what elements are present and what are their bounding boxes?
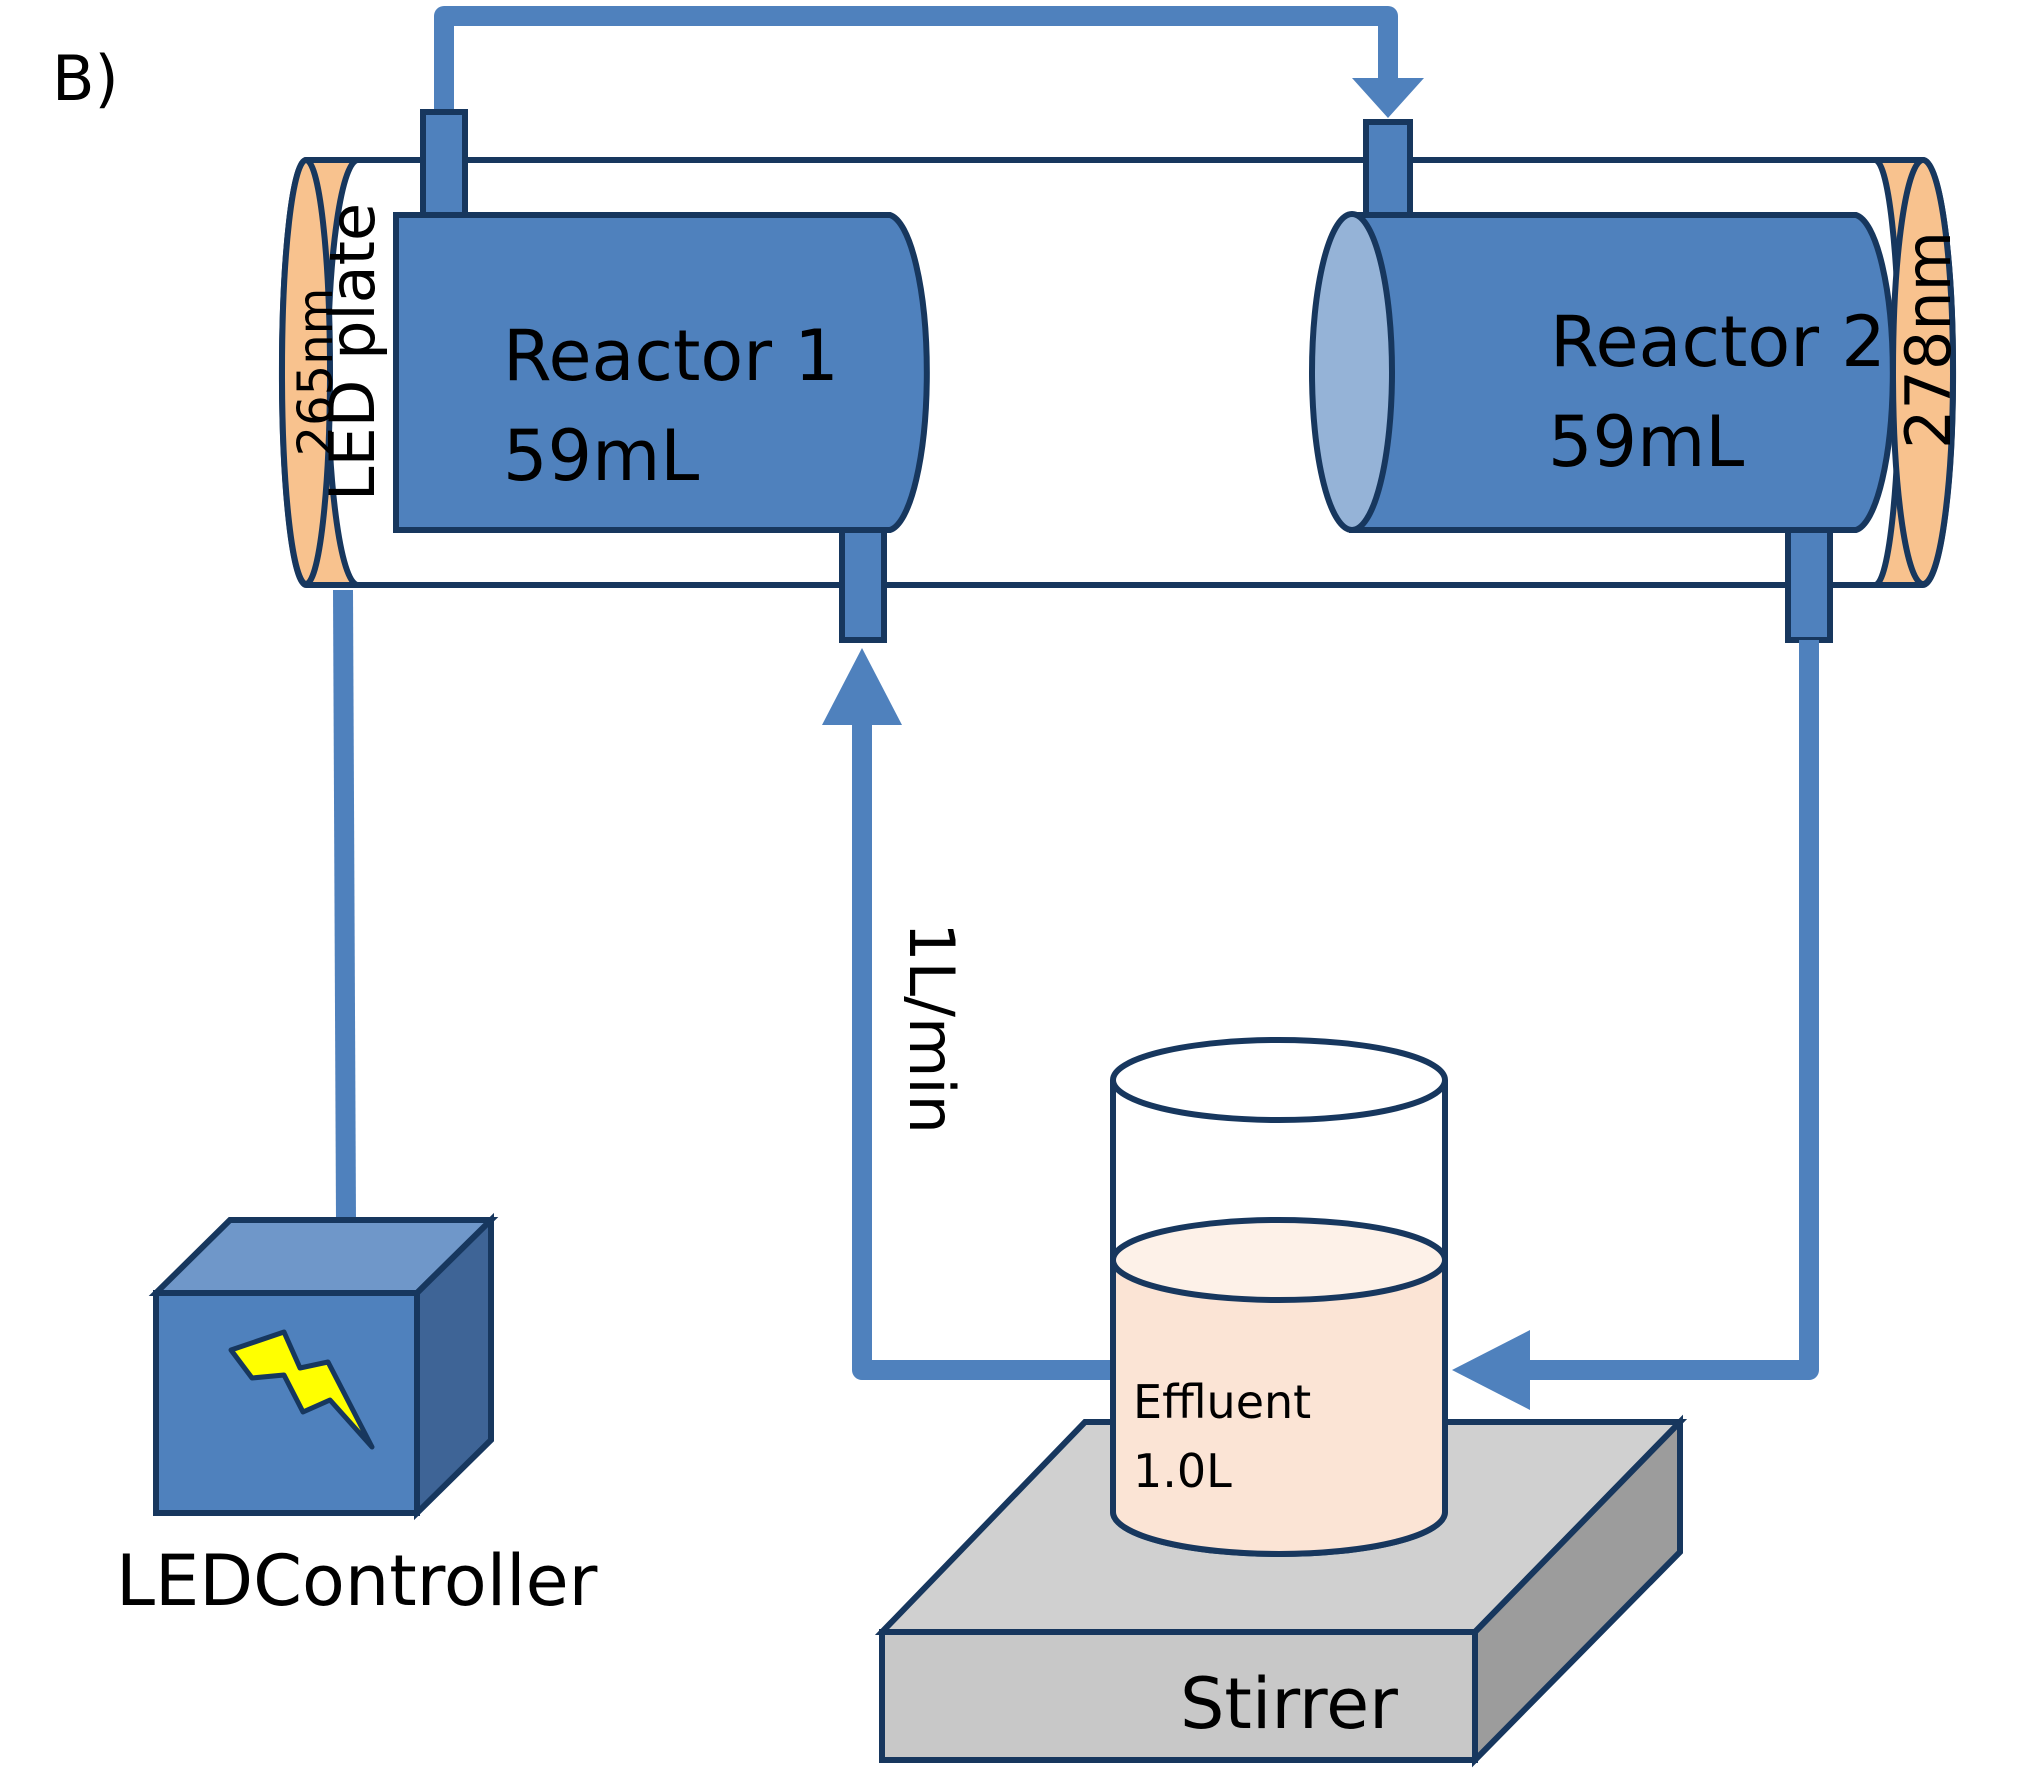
stirrer-label: Stirrer: [1180, 1663, 1398, 1745]
effluent-beaker: Effluent 1.0L: [1110, 1037, 1448, 1557]
reactor-2-volume: 59mL: [1548, 401, 1744, 483]
flow-arrow-icon: [1352, 78, 1424, 118]
controller-label: LEDController: [116, 1540, 598, 1622]
tube-top: [434, 6, 1424, 118]
led-left-wavelength: 265nm: [288, 288, 344, 457]
reactor-1-top-port: [420, 109, 468, 219]
beaker-name: Effluent: [1133, 1375, 1311, 1429]
flow-arrow-icon: [822, 648, 902, 725]
panel-label: B): [52, 42, 119, 115]
led-housing-frame: [358, 157, 1923, 588]
flow-rate-label: 1L/min: [895, 922, 968, 1134]
led-left-label: LED plate: [316, 203, 389, 501]
reactor-1-name: Reactor 1: [503, 315, 839, 397]
led-plate-left: 265nm LED plate: [278, 157, 389, 588]
led-controller: LEDController: [116, 1212, 598, 1622]
reactor-1: Reactor 1 59mL: [393, 109, 930, 643]
beaker-volume: 1.0L: [1133, 1444, 1232, 1498]
reactor-2-bottom-port: [1785, 525, 1833, 643]
reactor-1-bottom-port: [839, 525, 887, 643]
led-right-wavelength: 278nm: [1892, 231, 1965, 449]
flow-arrow-icon: [1452, 1330, 1530, 1410]
lightning-bolt-icon: [228, 1329, 375, 1450]
reactor-2: Reactor 2 59mL: [1309, 119, 1896, 643]
led-power-cable: [333, 589, 356, 1223]
reactor-2-top-port: [1363, 119, 1413, 221]
tube-feed: [822, 648, 1112, 1380]
led-plate-right: 278nm: [1874, 157, 1965, 588]
reactor-2-name: Reactor 2: [1550, 301, 1886, 383]
reactor-1-volume: 59mL: [503, 415, 699, 497]
tube-return: [1452, 640, 1819, 1410]
